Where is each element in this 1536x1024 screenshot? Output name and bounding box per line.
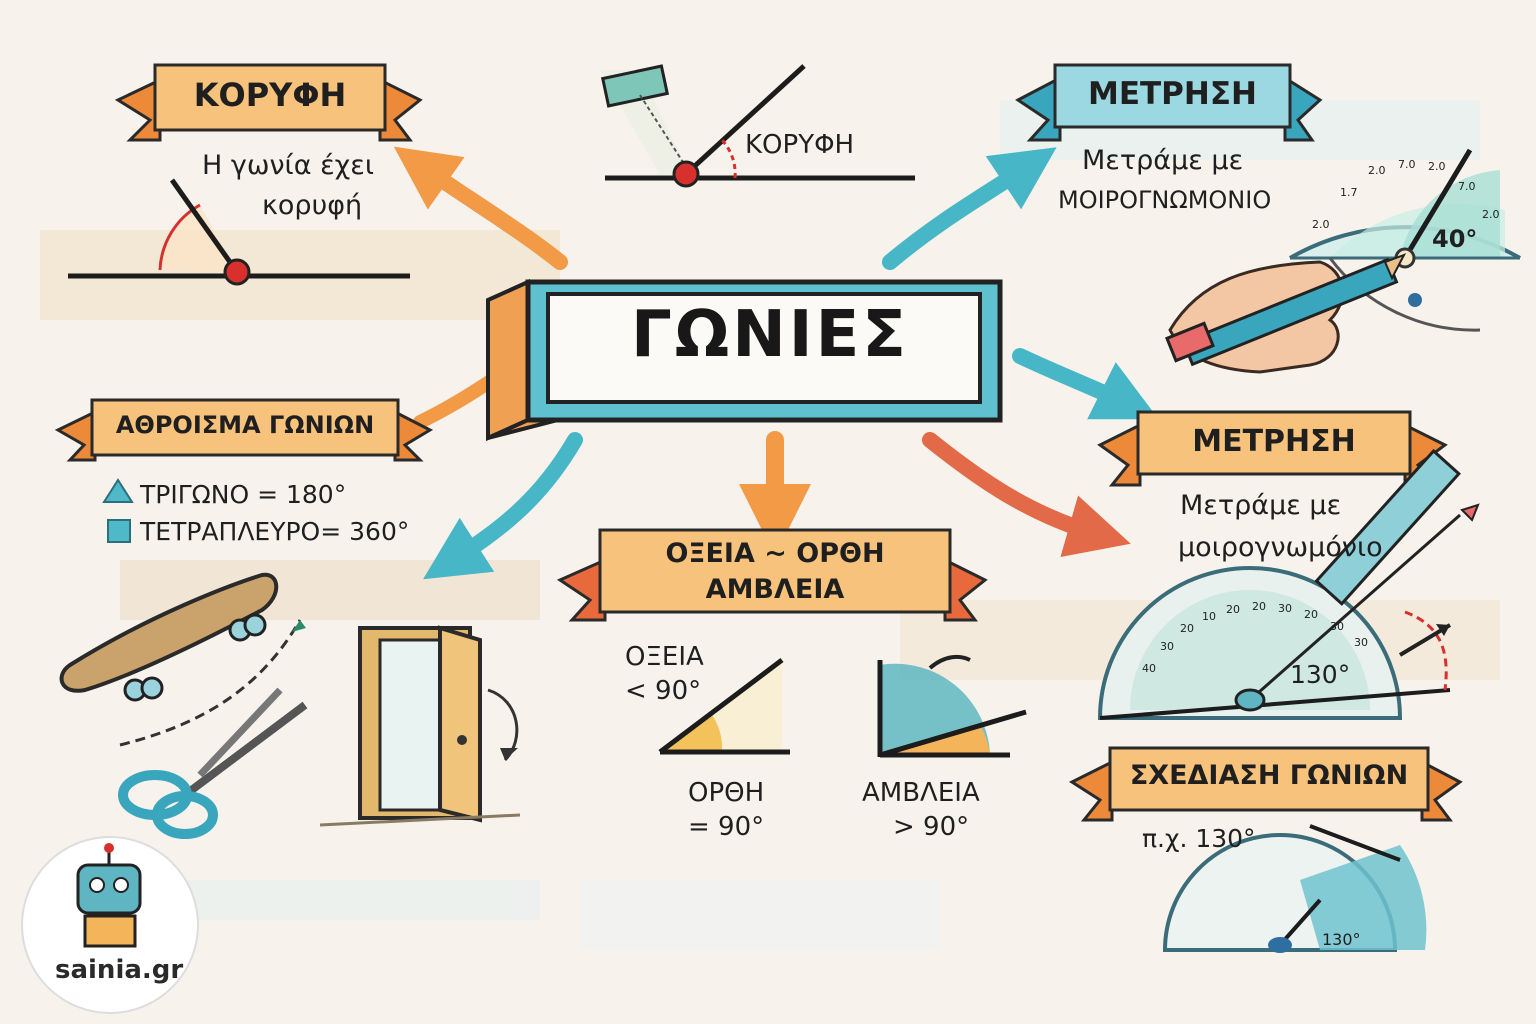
arrow-to-sum xyxy=(413,371,502,429)
sum-quad-line: ΤΕΤΡΑΠΛΕΥΡΟ= 360° xyxy=(140,517,410,546)
drawing-example: π.χ. 130° xyxy=(1142,824,1256,853)
hand-with-pencil xyxy=(1165,253,1407,374)
arrow-to-examples xyxy=(423,432,583,580)
measure-right-tick-10: 30 xyxy=(1354,636,1368,649)
vertex-angle-sketch xyxy=(68,178,410,286)
ribbons xyxy=(54,63,1463,822)
measure-right-text-line2: μοιρογνωμόνιο xyxy=(1178,532,1383,563)
scissors-icon xyxy=(118,687,308,839)
square-icon xyxy=(107,519,131,543)
top-vertex-label: ΚΟΡΥΦΗ xyxy=(745,130,855,160)
sainia-logo xyxy=(21,836,199,1014)
measure-right-tick-4: 10 xyxy=(1202,610,1216,623)
drawing-angle-label: 130° xyxy=(1322,930,1361,949)
measure-right-tick-2: 30 xyxy=(1160,640,1174,653)
title-box xyxy=(486,278,1003,442)
vertex-text-line2: κορυφή xyxy=(262,190,363,221)
arrow-to-measure-top xyxy=(882,147,1057,270)
measure-right-tick-5: 20 xyxy=(1226,603,1240,616)
measure-top-tick-3: 2.0 xyxy=(1368,164,1386,177)
measure-top-tick-1: 2.0 xyxy=(1312,218,1330,231)
measure-right-angle-label: 130° xyxy=(1290,660,1351,689)
ribbon-measure-top: ΜΕΤΡΗΣΗ xyxy=(1088,76,1257,112)
ribbon-vertex: ΚΟΡΥΦΗ xyxy=(193,76,347,114)
ribbon-drawing: ΣΧΕΔΙΑΣΗ ΓΩΝΙΩΝ xyxy=(1129,760,1409,791)
logo-text: sainia.gr xyxy=(55,955,184,985)
ribbon-types-line1: ΟΞΕΙΑ ~ ΟΡΘΗ xyxy=(665,538,885,569)
top-vertex-sketch xyxy=(600,64,915,188)
sum-triangle-line: ΤΡΙΓΩΝΟ = 180° xyxy=(140,480,347,509)
acute-angle-sketch xyxy=(658,658,790,755)
acute-value: < 90° xyxy=(625,676,702,706)
protractor-right xyxy=(1097,448,1480,720)
protractor-top xyxy=(1289,148,1521,332)
obtuse-angle-sketch xyxy=(877,654,1027,758)
right-label: ΟΡΘΗ xyxy=(688,778,765,808)
door-icon xyxy=(319,625,521,827)
measure-right-tick-3: 20 xyxy=(1180,622,1194,635)
ribbon-measure-right: ΜΕΤΡΗΣΗ xyxy=(1192,424,1356,459)
skateboard-icon xyxy=(59,572,306,747)
arrow-to-measure-right-red xyxy=(922,432,1131,557)
right-value: = 90° xyxy=(688,812,765,842)
obtuse-label: ΑΜΒΛΕΙΑ xyxy=(862,778,980,808)
acute-label: ΟΞΕΙΑ xyxy=(625,642,704,672)
measure-top-tick-7: 2.0 xyxy=(1482,208,1500,221)
arrow-to-measure-right-teal xyxy=(1012,348,1159,420)
arrow-to-vertex xyxy=(393,146,568,270)
measure-top-text-line2: ΜΟΙΡΟΓΝΩΜΟΝΙΟ xyxy=(1058,186,1272,214)
vertex-dot xyxy=(223,258,251,286)
obtuse-value: > 90° xyxy=(893,812,970,842)
ribbon-types-line2: ΑΜΒΛΕΙΑ xyxy=(705,574,845,605)
measure-right-tick-7: 30 xyxy=(1278,602,1292,615)
measure-right-tick-1: 40 xyxy=(1142,662,1156,675)
measure-right-tick-6: 20 xyxy=(1252,600,1266,613)
measure-top-tick-6: 7.0 xyxy=(1458,180,1476,193)
measure-top-tick-4: 7.0 xyxy=(1398,158,1416,171)
measure-top-angle-label: 40° xyxy=(1432,225,1478,253)
measure-top-tick-2: 1.7 xyxy=(1340,186,1358,199)
protractor-drawing xyxy=(1162,824,1427,953)
measure-top-tick-5: 2.0 xyxy=(1428,160,1446,173)
measure-right-tick-8: 20 xyxy=(1304,608,1318,621)
measure-right-tick-9: 30 xyxy=(1330,620,1344,633)
ribbon-sum: ΑΘΡΟΙΣΜΑ ΓΩΝΙΩΝ xyxy=(115,411,375,439)
measure-right-text-line1: Μετράμε με xyxy=(1180,490,1342,521)
vertex-text-line1: Η γωνία έχει xyxy=(202,150,374,181)
page-title: ΓΩΝΙΕΣ xyxy=(631,298,909,372)
measure-top-text-line1: Μετράμε με xyxy=(1082,145,1244,176)
top-vertex-dot xyxy=(672,160,700,188)
triangle-icon xyxy=(102,478,134,503)
